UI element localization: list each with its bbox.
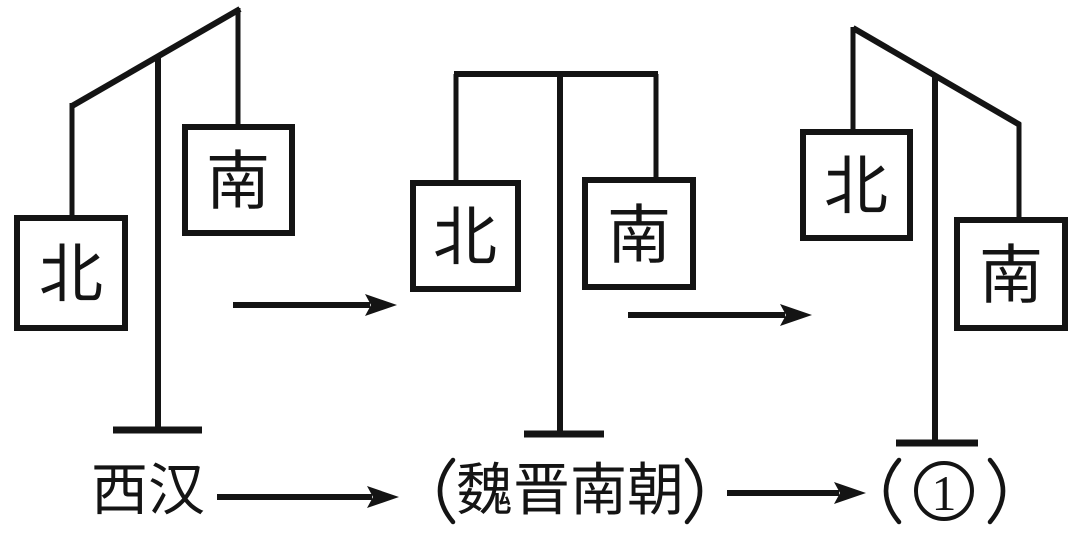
period-label-western-han: 西汉 (91, 460, 205, 523)
circled-number-one: 1 (932, 465, 957, 521)
north-weight-label: 北 (824, 152, 888, 223)
period-label-blank-group: 1 (883, 457, 1006, 525)
close-paren-glyph (987, 457, 1006, 525)
close-paren-glyph (684, 457, 703, 525)
north-weight-box (800, 129, 913, 241)
period-label-wei-jin-group: 魏晋南朝 (437, 457, 703, 525)
north-weight-box (14, 215, 128, 331)
arrow-period1-to-period2 (217, 486, 399, 508)
open-paren-glyph (437, 457, 456, 525)
arrow-period2-to-period3 (727, 482, 866, 504)
south-weight-label: 南 (206, 147, 270, 218)
balance-wei-jin-southern-dynasties: 北 南 (410, 71, 696, 438)
south-weight-box (954, 217, 1068, 331)
north-weight-box (410, 180, 521, 292)
open-paren-glyph (883, 457, 902, 525)
arrowhead-icon (780, 304, 812, 326)
south-weight-box (582, 177, 696, 290)
south-weight-label: 南 (607, 201, 671, 272)
arrow-stage2-to-stage3 (628, 304, 812, 326)
beam-tilted-left-down (70, 6, 242, 109)
arrow-stage1-to-stage2 (233, 294, 397, 316)
arrowhead-icon (367, 486, 399, 508)
north-weight-label: 北 (39, 240, 103, 311)
timeline-row: 西汉 魏晋南朝 1 (91, 457, 1006, 525)
period-label-wei-jin: 魏晋南朝 (456, 460, 684, 523)
arrowhead-icon (365, 294, 397, 316)
balance-blank-stage: 北 南 (800, 25, 1068, 447)
circled-number-circle (914, 461, 974, 521)
south-weight-box (182, 124, 295, 236)
north-weight-label: 北 (433, 203, 497, 274)
south-weight-label: 南 (979, 241, 1043, 312)
beam-tilted-right-down (851, 25, 1022, 128)
balance-western-han: 北 南 (14, 6, 295, 434)
arrowhead-icon (834, 482, 866, 504)
